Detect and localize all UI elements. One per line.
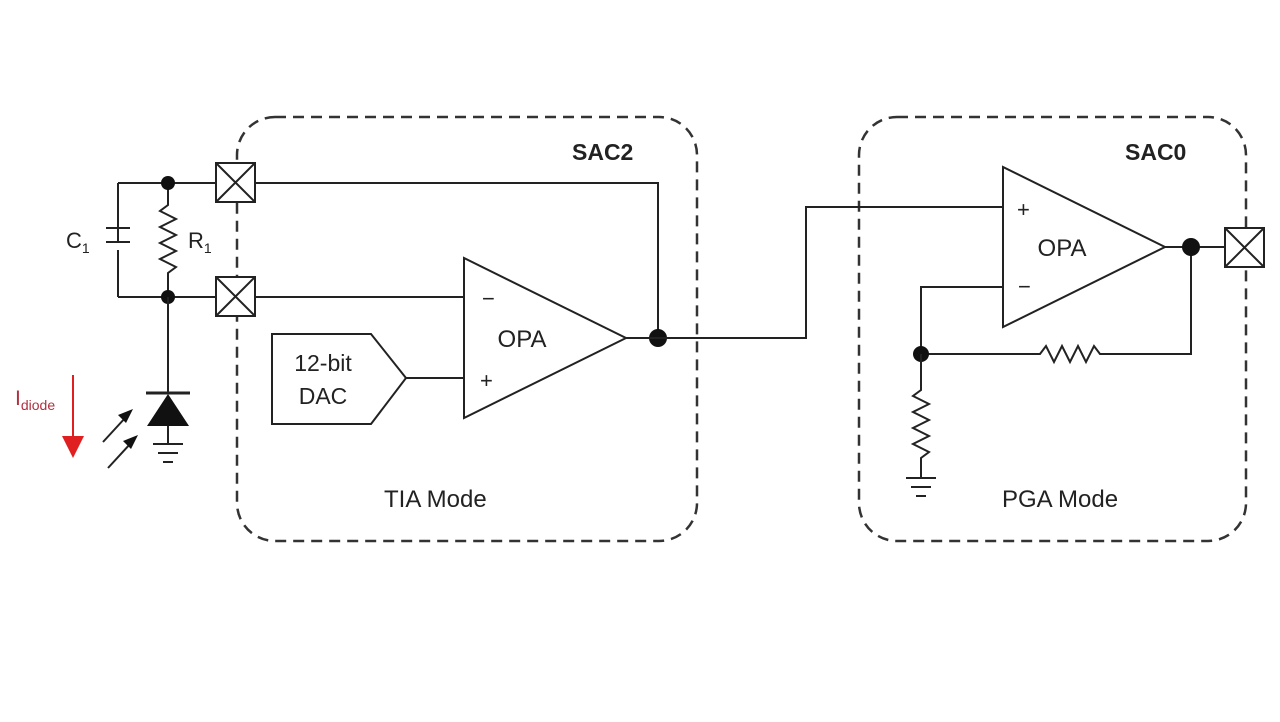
pin-icon: [215, 162, 256, 203]
photodiode: [146, 297, 190, 463]
pin-icon: [1224, 227, 1265, 268]
c1-capacitor: [106, 227, 130, 243]
pin-icon: [215, 276, 256, 317]
tia-mode-label: TIA Mode: [384, 486, 487, 513]
r1-label: R1: [188, 228, 212, 256]
sac0-block-outline: [857, 115, 1248, 543]
junction-dot: [161, 176, 175, 190]
dac-label-line2: DAC: [299, 383, 348, 409]
light-arrows-icon: [102, 409, 138, 469]
output-node-dot: [1182, 238, 1200, 256]
sac2-title: SAC2: [572, 139, 633, 165]
ground-resistor: [910, 354, 932, 478]
sac2-opamp: [463, 256, 629, 420]
sac2-plus-sign: +: [480, 368, 493, 393]
r1-resistor: [157, 183, 179, 297]
sac2-opa-label: OPA: [498, 326, 547, 353]
ground-icon: [906, 477, 936, 497]
pga-mode-label: PGA Mode: [1002, 486, 1118, 513]
c1-label: C1: [66, 228, 90, 256]
dac-label-line1: 12-bit: [294, 350, 352, 376]
gain-network-wires: [920, 246, 1225, 365]
sac0-minus-sign: −: [1018, 274, 1031, 299]
idiode-label: Idiode: [15, 387, 55, 413]
sac0-opa-label: OPA: [1038, 235, 1087, 262]
sac2-block-outline: [235, 115, 699, 543]
sac0-plus-sign: +: [1017, 197, 1030, 222]
feedback-wire: [255, 182, 659, 337]
sac0-title: SAC0: [1125, 139, 1186, 165]
interblock-wire: [626, 206, 1003, 339]
sac0-opamp: [1002, 165, 1168, 329]
dac-block: [271, 333, 408, 425]
idiode-arrow-icon: [62, 375, 84, 458]
sac2-minus-sign: −: [482, 286, 495, 311]
